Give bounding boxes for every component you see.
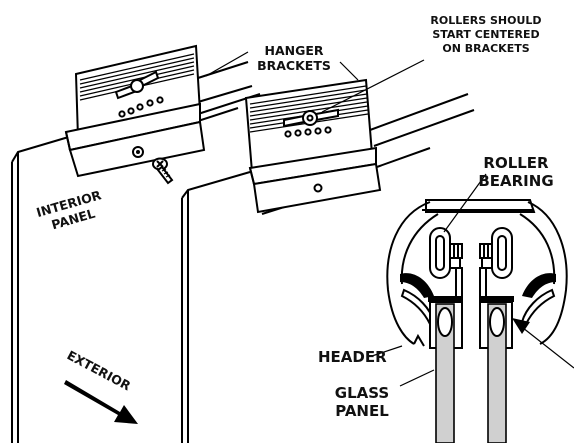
glass-panel-line-1: GLASS	[335, 384, 389, 402]
roller-bearing-right	[479, 227, 513, 279]
bracket-holes-left	[118, 96, 164, 118]
rollers-note-line-1: ROLLERS SHOULD	[430, 14, 541, 27]
rollers-note-label: ROLLERS SHOULD START CENTERED ON BRACKET…	[430, 14, 541, 55]
wing-nut-icon	[283, 108, 339, 128]
roller-bearing-label: ROLLER BEARING	[478, 154, 553, 190]
hanger-bracket-left	[64, 44, 206, 178]
wing-nut-icon	[114, 70, 160, 100]
roller-bearing-left	[429, 227, 463, 279]
header-label: HEADER	[318, 348, 387, 366]
roller-bearing-line-1: ROLLER	[483, 154, 549, 172]
screw-icon	[152, 157, 174, 185]
hanger-label-line-2: BRACKETS	[257, 58, 331, 73]
hanger-brackets-label: HANGER BRACKETS	[257, 43, 331, 73]
rollers-note-line-2: START CENTERED	[432, 28, 539, 41]
glass-panel-line-2: PANEL	[335, 402, 389, 420]
hanger-bracket-right	[244, 78, 382, 214]
interior-panel-label: INTERIOR PANEL	[35, 187, 104, 232]
hanger-label-line-1: HANGER	[264, 43, 323, 58]
leader-lines	[205, 51, 574, 387]
bracket-holes-right	[284, 126, 332, 138]
exterior-arrow-icon	[64, 380, 138, 424]
header-section-detail	[384, 199, 572, 444]
rollers-note-line-3: ON BRACKETS	[442, 42, 529, 55]
roller-bearing-line-2: BEARING	[478, 172, 553, 190]
glass-panel-label: GLASS PANEL	[335, 384, 389, 420]
